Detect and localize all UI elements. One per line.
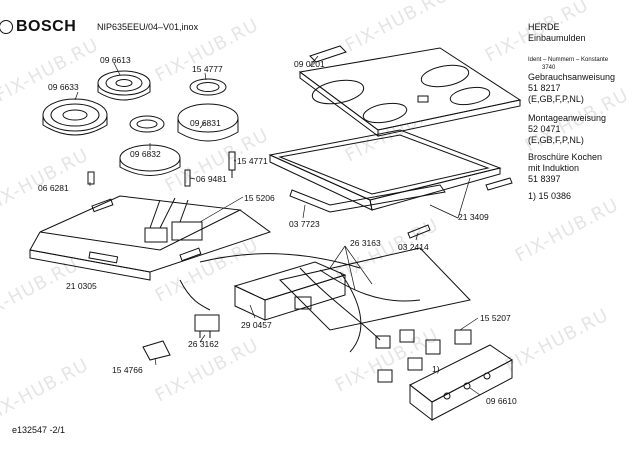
base-tray: [29, 195, 272, 281]
note-footnote: 1) 15 0386: [528, 191, 572, 201]
brand-logo: BOSCH: [16, 18, 77, 35]
part-label-note-1: 1): [432, 364, 440, 374]
part-label-096831: 09 6831: [190, 118, 221, 128]
hob-frame: [268, 129, 502, 211]
electronics-module: [233, 261, 347, 321]
part-label-263162: 26 3162: [188, 339, 219, 349]
part-label-032414: 03 2414: [398, 242, 429, 252]
part-label-096832: 09 6832: [130, 149, 161, 159]
brochure-line-2: mit Induktion: [528, 163, 580, 173]
part-label-155207: 15 5207: [480, 313, 511, 323]
manual-langs: (E,GB,F,P,NL): [528, 94, 584, 104]
ident-header: Ident – Nummern – Konstante: [528, 57, 609, 63]
clip-069481: [184, 169, 191, 187]
fixing-clip-032414: [407, 224, 431, 239]
category-label: HERDE Einbaumulden: [528, 22, 586, 44]
terminal-block: [144, 197, 203, 243]
manual-title: Gebrauchsanweisung: [528, 72, 616, 82]
trim-strip: [289, 184, 446, 213]
clip-066281: [87, 171, 95, 185]
radiant-heater-top: [97, 70, 151, 101]
part-label-069481: 06 9481: [196, 174, 227, 184]
part-label-096610: 09 6610: [486, 396, 517, 406]
sensor-154771: [228, 151, 236, 178]
install-langs: (E,GB,F,P,NL): [528, 135, 584, 145]
heater-ring-small: [129, 115, 165, 133]
document-info-panel: Ident – Nummern – Konstante 3740 Gebrauc…: [528, 56, 632, 202]
glass-ceramic-hob: [298, 47, 522, 137]
document-id: e132547 -2/1: [12, 425, 66, 435]
part-label-096613: 09 6613: [100, 55, 131, 65]
manual-number: 51 8217: [528, 83, 561, 93]
category-line-2: Einbaumulden: [528, 33, 586, 43]
part-label-290457: 29 0457: [241, 320, 272, 330]
cable-holder: [309, 45, 347, 63]
brochure-line-1: Broschüre Kochen: [528, 152, 603, 162]
fixing-clip-150386: [485, 177, 513, 191]
part-label-213409: 21 3409: [458, 212, 489, 222]
category-line-1: HERDE: [528, 22, 560, 32]
radiant-heater-large: [42, 98, 108, 136]
part-label-154777: 15 4777: [192, 64, 223, 74]
part-label-263163: 26 3163: [350, 238, 381, 248]
part-label-096633: 09 6633: [48, 82, 79, 92]
part-label-154771: 15 4771: [237, 156, 268, 166]
control-switches: [375, 329, 472, 383]
part-label-037723: 03 7723: [289, 219, 320, 229]
ident-value: 3740: [542, 65, 556, 71]
bracket-154766: [142, 340, 171, 361]
brochure-number: 51 8397: [528, 174, 561, 184]
control-panel-096610: [409, 344, 513, 422]
part-label-210305: 21 0305: [66, 281, 97, 291]
install-title: Montageanweisung: [528, 113, 607, 123]
model-number: NIP635EEU/04–V01,inox: [97, 22, 199, 32]
heater-ring: [189, 78, 227, 96]
bosch-logo-icon: [0, 20, 13, 34]
part-label-090201: 09 0201: [294, 59, 325, 69]
relay-263162: [194, 314, 220, 338]
heater-plate-096831: [177, 103, 239, 142]
control-plate: [279, 247, 471, 331]
part-label-066281: 06 6281: [38, 183, 69, 193]
part-label-154766: 15 4766: [112, 365, 143, 375]
leader-lines: [74, 55, 481, 396]
install-number: 52 0471: [528, 124, 561, 134]
wiring-harness: [179, 253, 421, 353]
part-label-155206: 15 5206: [244, 193, 275, 203]
